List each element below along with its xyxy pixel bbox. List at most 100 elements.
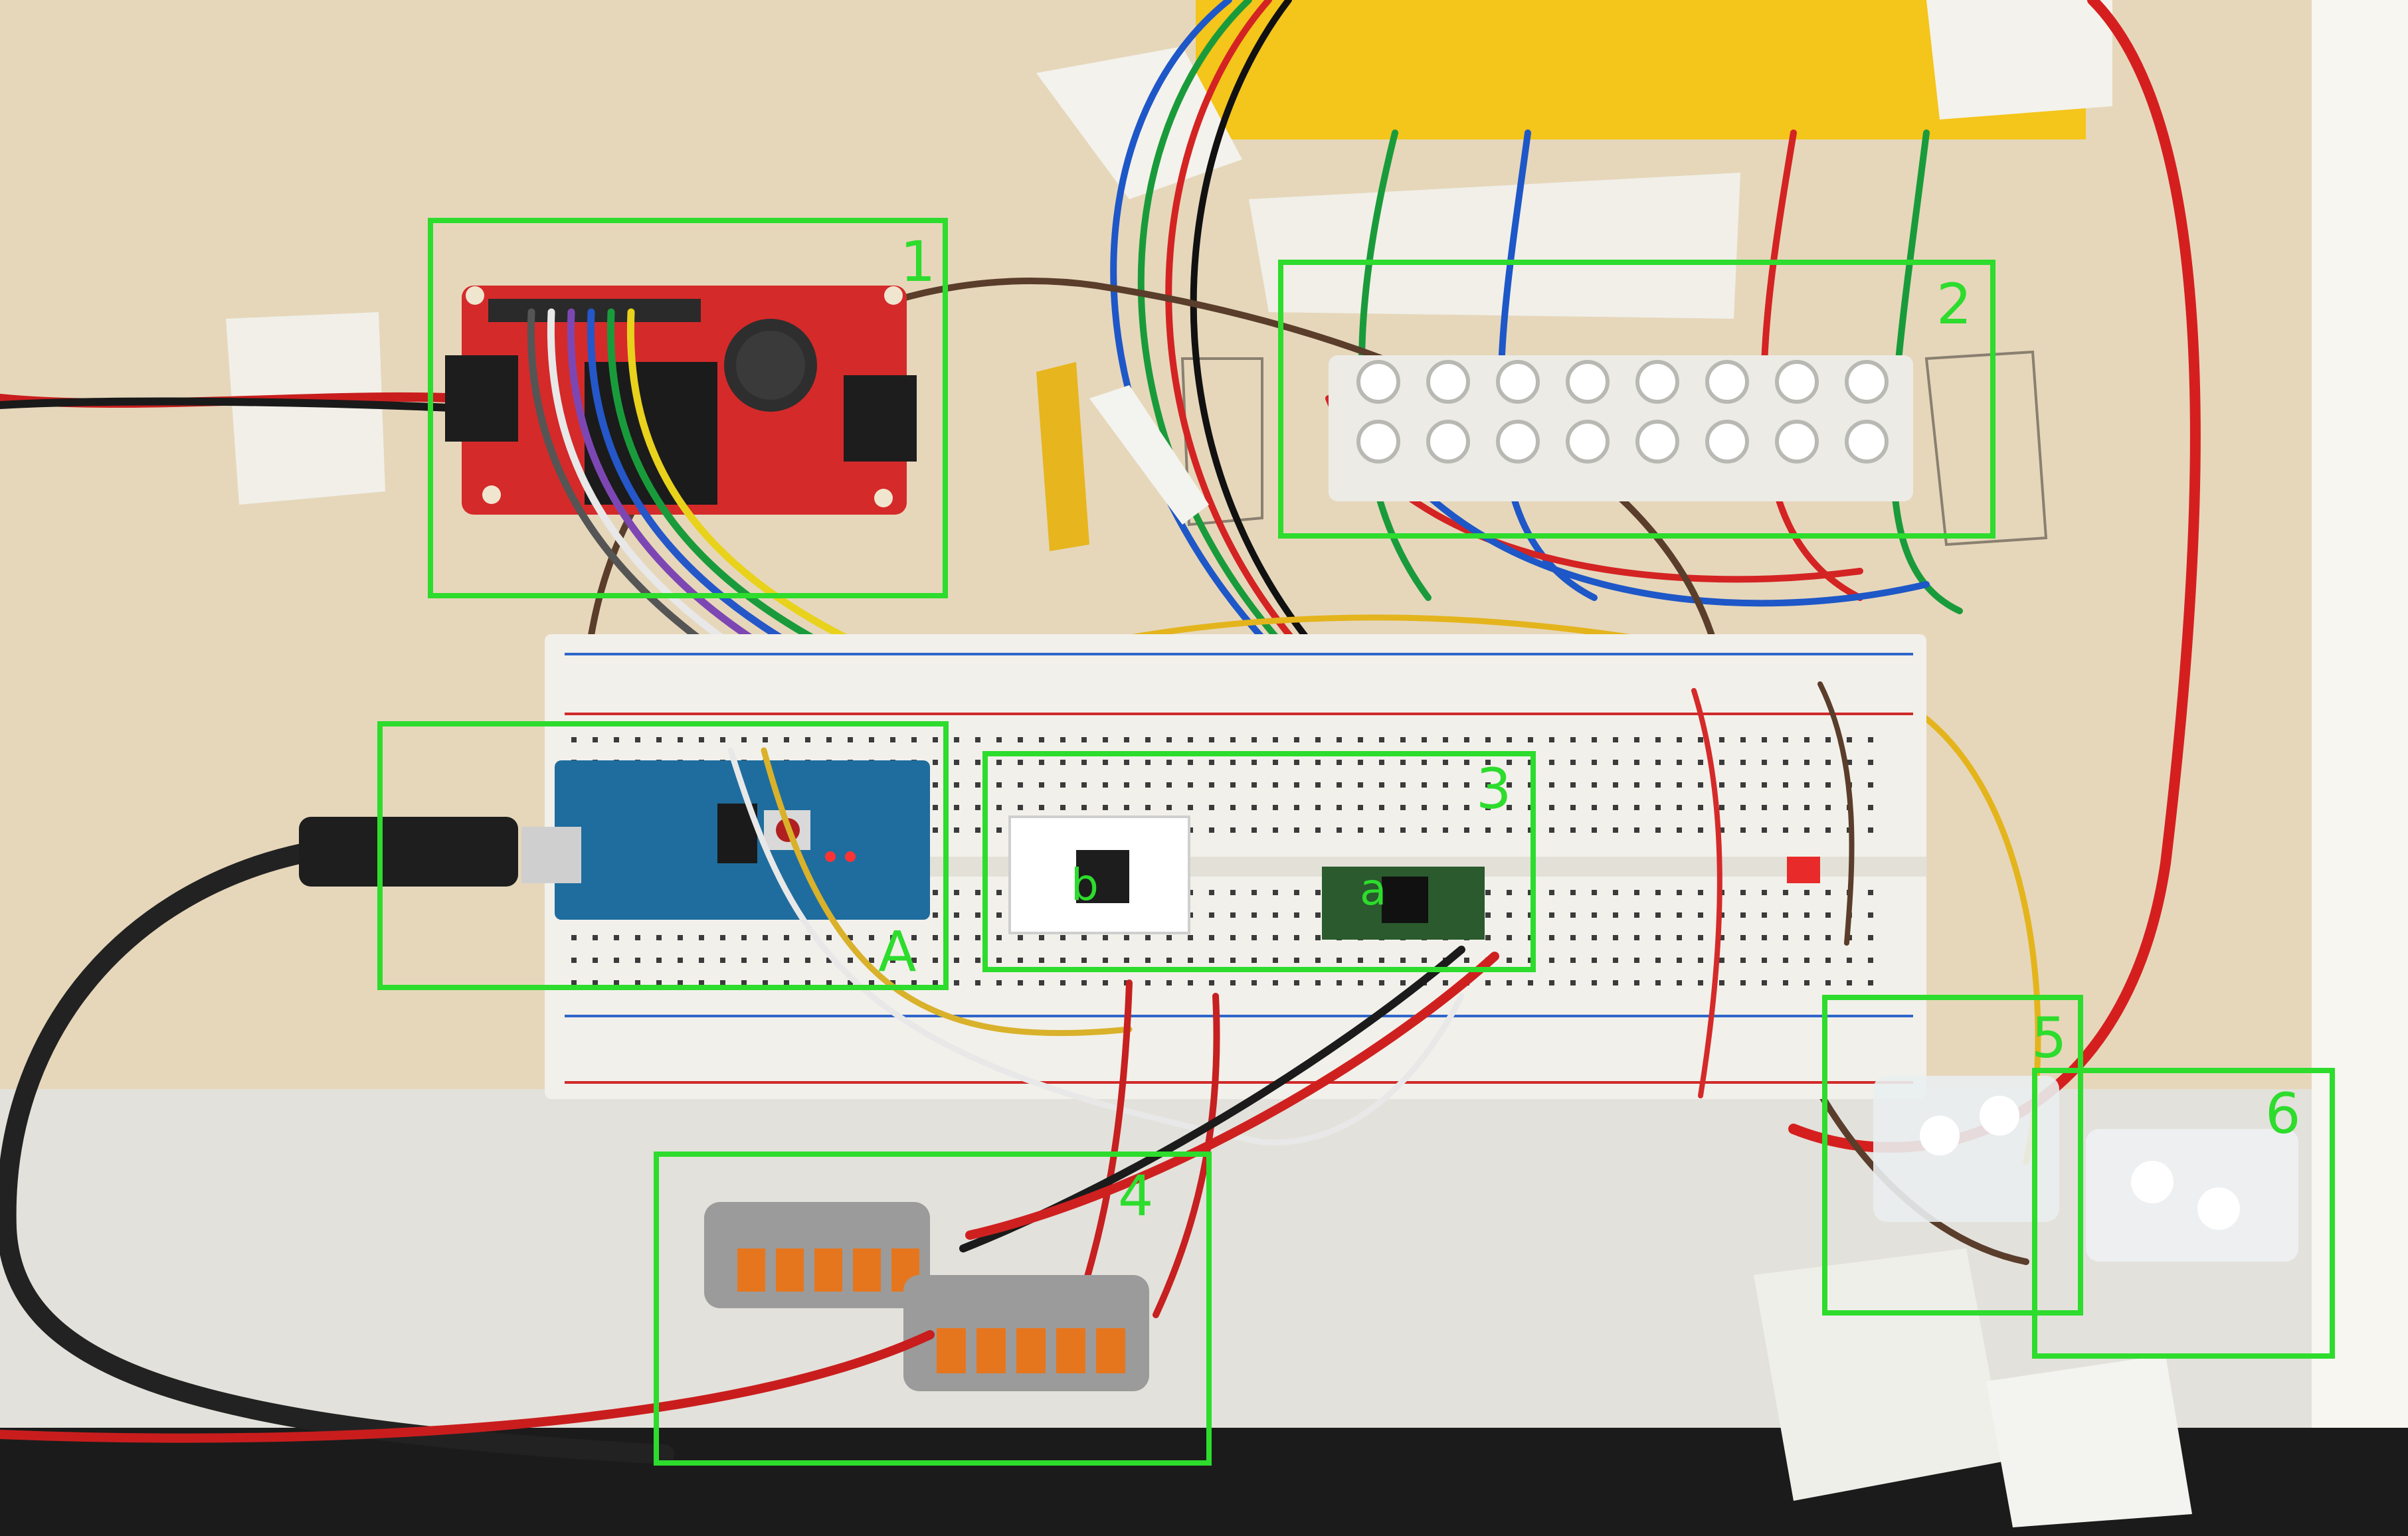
breadboard-hole: [1825, 890, 1831, 895]
breadboard-hole: [1145, 980, 1151, 985]
breadboard-hole: [741, 737, 747, 742]
breadboard-hole: [1273, 980, 1278, 985]
breadboard-hole: [1570, 737, 1576, 742]
breadboard-hole: [1613, 935, 1618, 940]
terminal-screw: [1775, 360, 1819, 404]
breadboard-hole: [933, 805, 938, 810]
breadboard-hole: [975, 980, 980, 985]
breadboard-hole: [1103, 935, 1108, 940]
breadboard-hole: [1762, 782, 1767, 788]
breadboard-hole: [1209, 760, 1214, 765]
breadboard-hole: [1762, 827, 1767, 833]
breadboard-hole: [1145, 958, 1151, 963]
breadboard-hole: [1677, 827, 1682, 833]
breadboard-hole: [1655, 737, 1661, 742]
breadboard-hole: [1124, 935, 1129, 940]
breadboard-hole: [1379, 958, 1384, 963]
breadboard-hole: [1060, 958, 1065, 963]
breadboard-hole: [1740, 890, 1746, 895]
breadboard-hole: [656, 737, 662, 742]
breadboard-hole: [1358, 958, 1363, 963]
breadboard-hole: [954, 958, 959, 963]
breadboard-hole: [1592, 760, 1597, 765]
breadboard-hole: [1188, 958, 1193, 963]
breadboard-hole: [996, 912, 1002, 918]
breadboard-hole: [1570, 760, 1576, 765]
breadboard-hole: [571, 737, 577, 742]
breadboard-hole: [1719, 912, 1724, 918]
breadboard-hole: [1294, 737, 1299, 742]
breadboard-hole: [1783, 782, 1788, 788]
breadboard-hole: [1060, 980, 1065, 985]
breadboard-hole: [720, 958, 725, 963]
breadboard-hole: [1698, 782, 1703, 788]
breadboard-hole: [1081, 980, 1087, 985]
breadboard-hole: [1804, 935, 1809, 940]
breadboard-hole: [1103, 737, 1108, 742]
breadboard-hole: [1740, 760, 1746, 765]
breadboard-hole: [1018, 980, 1023, 985]
breadboard-hole: [1783, 737, 1788, 742]
breadboard-hole: [1507, 980, 1512, 985]
motor-driver-board: [445, 286, 917, 515]
breadboard-hole: [1422, 827, 1427, 833]
breadboard-hole: [678, 935, 683, 940]
breadboard-hole: [614, 737, 619, 742]
breadboard-hole: [975, 805, 980, 810]
breadboard-hole: [1783, 912, 1788, 918]
breadboard-hole: [996, 782, 1002, 788]
terminal-screw: [1496, 420, 1540, 464]
breadboard-hole: [1677, 805, 1682, 810]
breadboard-hole: [869, 737, 874, 742]
breadboard-hole: [763, 980, 768, 985]
breadboard-hole: [1804, 890, 1809, 895]
breadboard-hole: [1018, 935, 1023, 940]
breadboard-hole: [1145, 782, 1151, 788]
breadboard-hole: [1358, 760, 1363, 765]
breadboard-hole: [1570, 782, 1576, 788]
breadboard-hole: [1400, 958, 1406, 963]
breadboard-hole: [1507, 912, 1512, 918]
breadboard-hole: [1634, 935, 1639, 940]
breadboard-hole: [805, 935, 810, 940]
breadboard-hole: [1081, 737, 1087, 742]
breadboard-hole: [1039, 782, 1044, 788]
breadboard-hole: [1315, 935, 1321, 940]
breadboard-hole: [1847, 760, 1852, 765]
breadboard-hole: [1549, 958, 1554, 963]
breadboard-hole: [848, 958, 853, 963]
breadboard-hole: [1570, 958, 1576, 963]
callout-label-2: 2: [1936, 272, 1972, 337]
breadboard-hole: [1549, 980, 1554, 985]
breadboard-hole: [1124, 737, 1129, 742]
breadboard-hole: [1825, 980, 1831, 985]
breadboard-hole: [975, 782, 980, 788]
breadboard-hole: [1315, 958, 1321, 963]
breadboard-hole: [741, 935, 747, 940]
sunlight-right: [2312, 0, 2408, 1428]
breadboard-hole: [805, 737, 810, 742]
breadboard-hole: [1655, 782, 1661, 788]
breadboard-hole: [1379, 782, 1384, 788]
breadboard-hole: [1655, 805, 1661, 810]
breadboard-hole: [720, 935, 725, 940]
breadboard-hole: [1337, 760, 1342, 765]
breadboard-hole: [1273, 912, 1278, 918]
breadboard-hole: [1634, 980, 1639, 985]
breadboard-hole: [1337, 980, 1342, 985]
callout-box-5: 5: [1822, 995, 2083, 1316]
breadboard-hole: [1081, 958, 1087, 963]
black-power-wire-left: [0, 397, 469, 412]
terminal-screw: [1426, 360, 1470, 404]
breadboard-hole: [1294, 890, 1299, 895]
breadboard-hole: [954, 737, 959, 742]
breadboard-hole: [1698, 760, 1703, 765]
breadboard-hole: [933, 827, 938, 833]
breadboard-hole: [911, 958, 917, 963]
breadboard-hole: [1613, 805, 1618, 810]
breadboard-hole: [1507, 827, 1512, 833]
breadboard-hole: [1124, 958, 1129, 963]
breadboard-hole: [1592, 890, 1597, 895]
breadboard-hole: [1783, 827, 1788, 833]
breadboard-hole: [699, 935, 704, 940]
